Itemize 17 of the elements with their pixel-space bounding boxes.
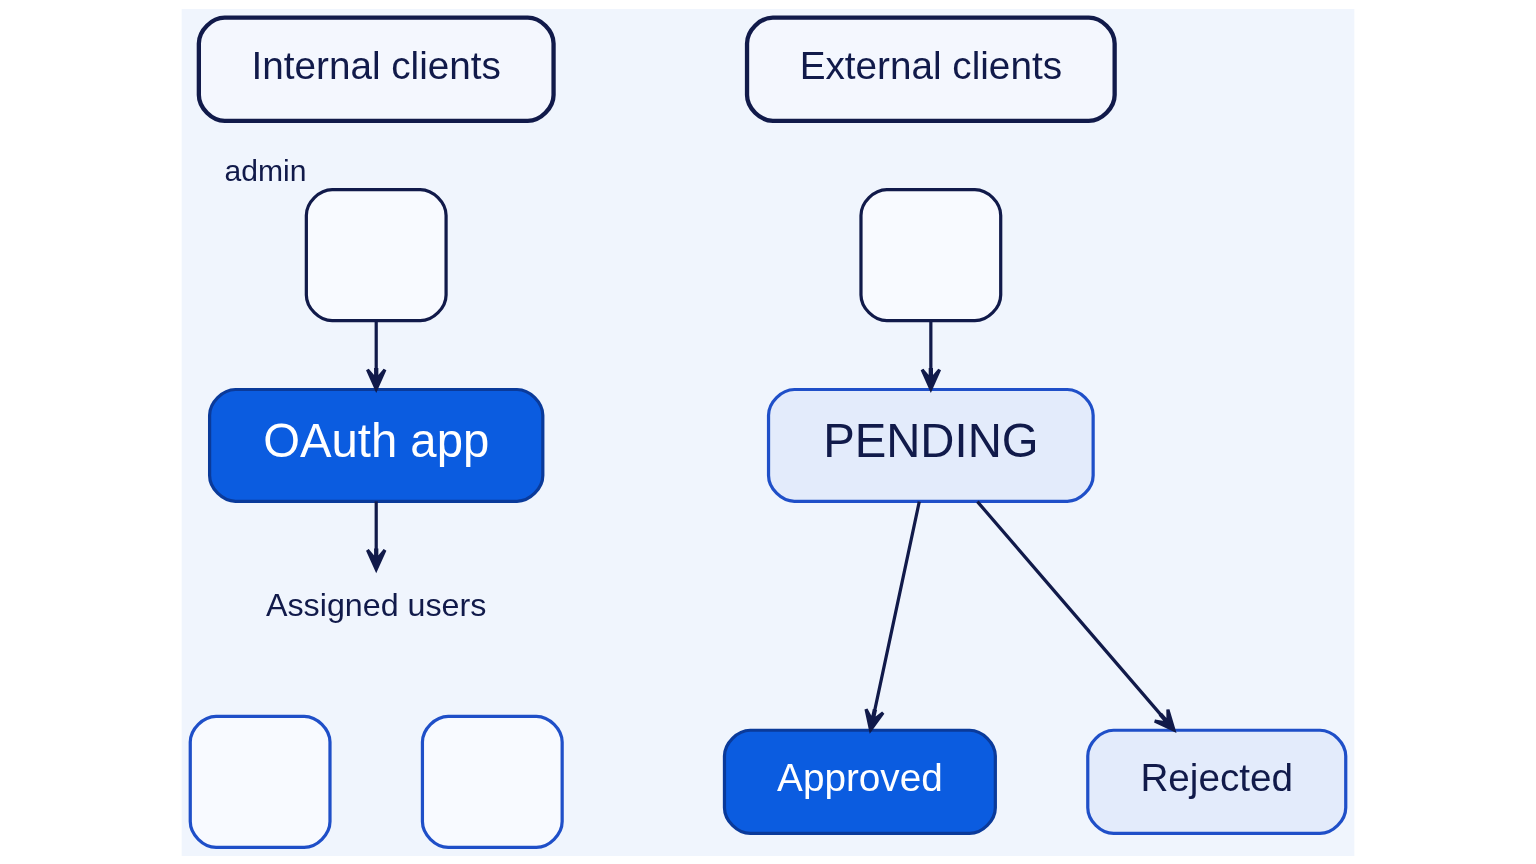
node-box: Internal clients [196, 14, 556, 123]
node-box: External clients [744, 14, 1117, 123]
node-box: Rejected [1086, 728, 1348, 835]
node-box: Approved [722, 728, 997, 835]
node-text: Assigned users [266, 586, 487, 623]
arrow [920, 320, 942, 391]
node-person [188, 714, 332, 849]
node-person [859, 187, 1003, 322]
arrow [365, 500, 387, 571]
node-box: OAuth app [208, 387, 545, 503]
arrow [365, 320, 387, 391]
arrow [976, 500, 1176, 732]
node-person [420, 714, 564, 849]
node-label: admin [224, 153, 307, 187]
node-person [304, 187, 448, 322]
node-box: PENDING [766, 387, 1095, 503]
arrow [864, 500, 921, 732]
